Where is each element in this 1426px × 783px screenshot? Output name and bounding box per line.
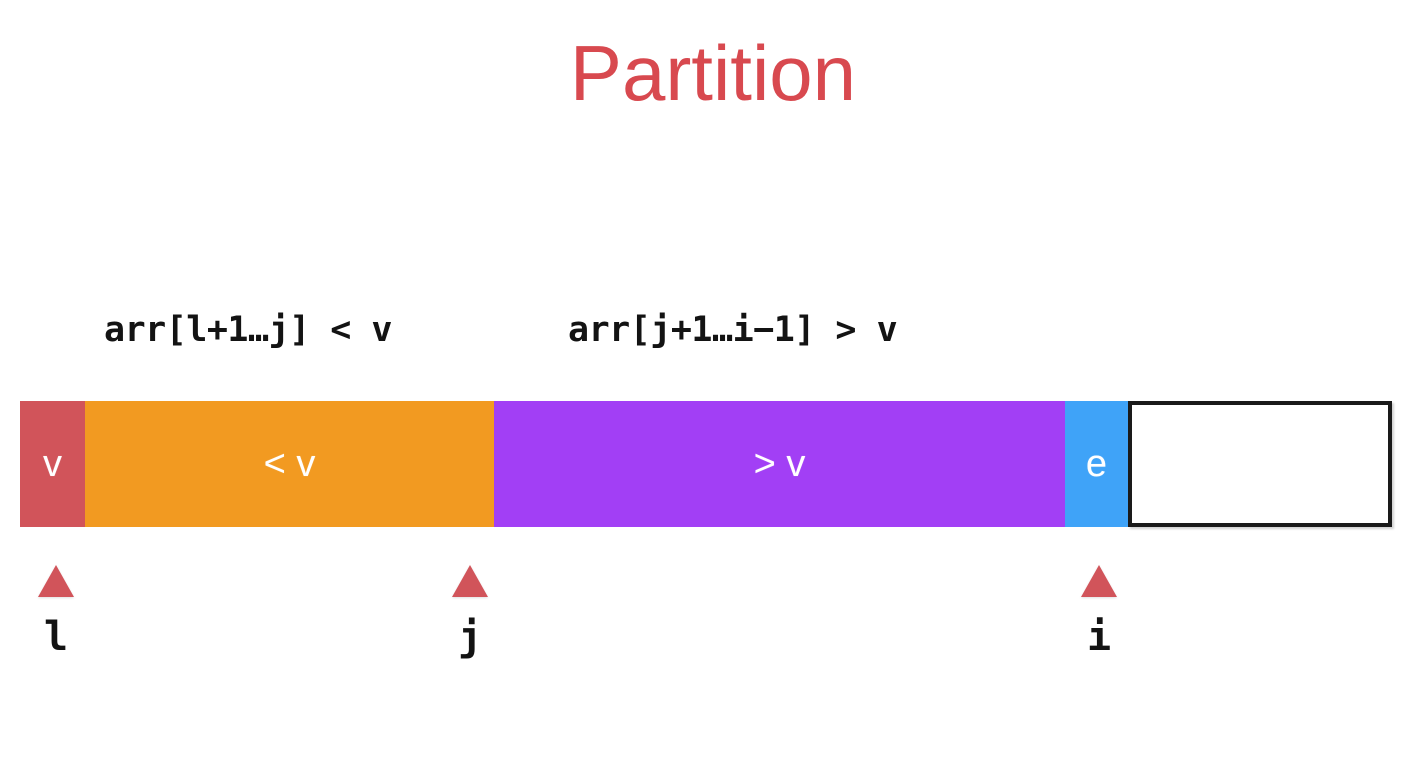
array-segment-pivot: v bbox=[20, 401, 85, 527]
pointer-marker-l: l bbox=[11, 565, 101, 659]
invariant-annotations: arr[l+1…j] < v arr[j+1…i−1] > v bbox=[0, 310, 1426, 370]
array-bar: v < v > v e bbox=[20, 401, 1392, 527]
pointer-marker-j: j bbox=[425, 565, 515, 659]
triangle-up-icon bbox=[452, 565, 488, 597]
triangle-up-icon bbox=[38, 565, 74, 597]
array-segment-less-than-pivot: < v bbox=[85, 401, 494, 527]
page-title: Partition bbox=[569, 29, 857, 117]
array-segment-current-element: e bbox=[1065, 401, 1128, 527]
array-segment-unexamined bbox=[1128, 401, 1392, 527]
pointer-label-j: j bbox=[457, 614, 483, 660]
annotation-right-invariant: arr[j+1…i−1] > v bbox=[568, 310, 898, 350]
annotation-left-invariant: arr[l+1…j] < v bbox=[104, 310, 393, 350]
pointer-marker-i: i bbox=[1054, 565, 1144, 659]
triangle-up-icon bbox=[1081, 565, 1117, 597]
array-segment-greater-than-pivot: > v bbox=[494, 401, 1065, 527]
pointer-label-i: i bbox=[1086, 614, 1112, 660]
pointer-label-l: l bbox=[43, 614, 69, 660]
